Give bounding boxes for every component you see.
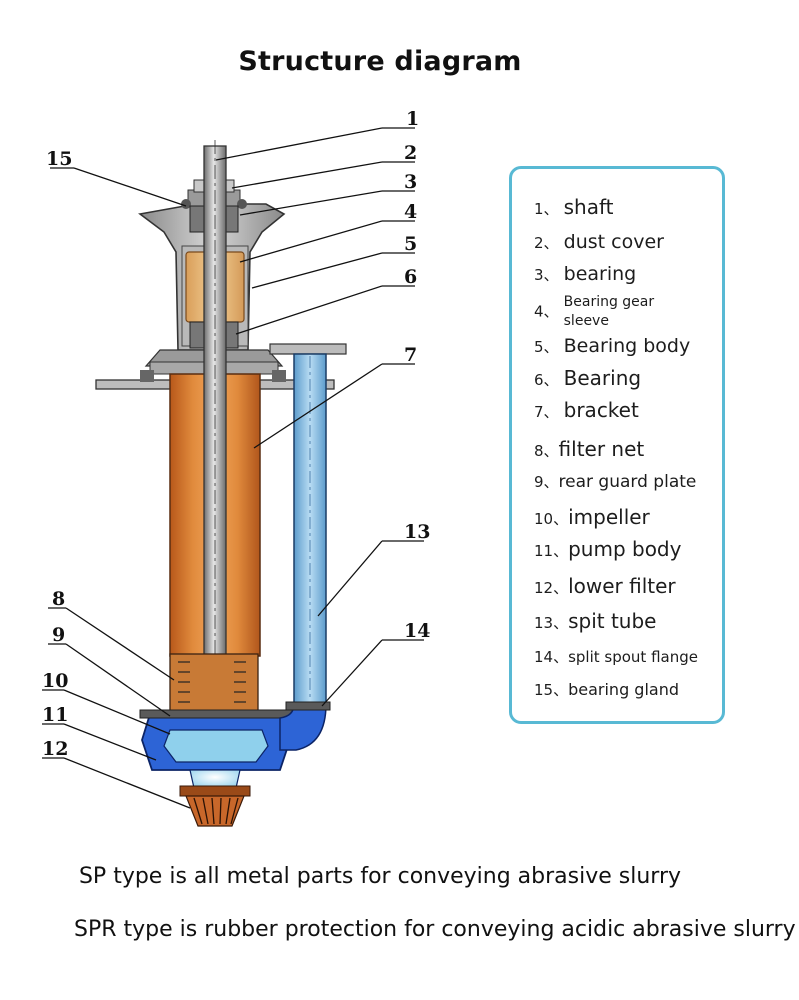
legend-text: Bearing body	[563, 335, 691, 357]
legend-num: 8、	[534, 442, 559, 460]
legend-item: 15、bearing gland	[534, 679, 744, 700]
legend-item: 1、 shaft	[534, 195, 744, 219]
legend-text: impeller	[568, 505, 650, 529]
legend-item: 6、 Bearing	[534, 366, 744, 390]
legend-text: split spout flange	[568, 648, 698, 666]
parts-legend: 1、 shaft 2、 dust cover 3、 bearing 4、 Bea…	[509, 166, 725, 724]
leader-lines	[42, 127, 424, 809]
callout-2: 2	[404, 142, 417, 164]
callout-10: 10	[42, 670, 68, 692]
callout-5: 5	[404, 233, 417, 255]
legend-item: 4、 Bearing gear sleeve	[534, 293, 744, 331]
caption-sp: SP type is all metal parts for conveying…	[78, 864, 682, 889]
legend-item: 2、 dust cover	[534, 231, 744, 253]
legend-text: Bearing	[563, 366, 642, 390]
callout-7: 7	[404, 344, 417, 366]
split-spout-flange-shape	[285, 701, 331, 711]
legend-num: 3、	[534, 266, 559, 284]
legend-item: 12、lower filter	[534, 574, 744, 598]
legend-item: 3、 bearing	[534, 263, 744, 285]
callout-11: 11	[42, 704, 68, 726]
legend-num: 7、	[534, 403, 559, 421]
callout-numbers: 1 2 3 4 5 6 7 8 9 10 11 12 13 14 15	[42, 108, 430, 760]
lower-filter-shape	[179, 785, 251, 827]
impeller-shape	[163, 729, 269, 763]
callout-4: 4	[404, 201, 417, 223]
legend-item: 10、impeller	[534, 505, 744, 529]
legend-text: Bearing gear sleeve	[563, 294, 655, 329]
callout-14: 14	[404, 620, 430, 642]
legend-text: shaft	[563, 195, 614, 219]
legend-num: 10、	[534, 510, 569, 528]
legend-num: 9、	[534, 473, 559, 491]
legend-text: spit tube	[568, 609, 657, 633]
legend-text: bracket	[563, 398, 639, 422]
legend-text: dust cover	[563, 231, 664, 253]
legend-item: 7、 bracket	[534, 398, 744, 422]
legend-text: bearing gland	[568, 680, 680, 699]
spit-tube-shape	[269, 343, 347, 751]
legend-item: 14、split spout flange	[534, 646, 744, 667]
legend-num: 11、	[534, 542, 569, 560]
legend-num: 1、	[534, 200, 559, 218]
legend-num: 12、	[534, 579, 569, 597]
legend-num: 13、	[534, 614, 569, 632]
callout-13: 13	[404, 521, 430, 543]
legend-item: 11、pump body	[534, 537, 744, 561]
legend-num: 6、	[534, 371, 559, 389]
legend-text: bearing	[563, 263, 637, 285]
callout-1: 1	[406, 108, 419, 130]
legend-num: 2、	[534, 234, 559, 252]
legend-text: pump body	[568, 537, 682, 561]
filter-net-shape	[169, 653, 259, 715]
callout-15: 15	[46, 148, 72, 170]
legend-text: lower filter	[568, 574, 676, 598]
legend-item: 8、filter net	[534, 437, 744, 461]
legend-text: filter net	[558, 437, 645, 461]
legend-text: rear guard plate	[558, 472, 697, 492]
legend-num: 5、	[534, 338, 559, 356]
callout-12: 12	[42, 738, 68, 760]
legend-item: 9、rear guard plate	[534, 471, 744, 492]
caption-spr: SPR type is rubber protection for convey…	[74, 917, 796, 942]
legend-item: 5、 Bearing body	[534, 335, 744, 357]
legend-num: 14、	[534, 648, 569, 666]
legend-item: 13、spit tube	[534, 609, 744, 633]
callout-8: 8	[52, 588, 65, 610]
diagram-title: Structure diagram	[238, 46, 522, 77]
callout-9: 9	[52, 624, 65, 646]
legend-num: 4、	[534, 302, 559, 321]
legend-num: 15、	[534, 681, 569, 699]
callout-6: 6	[404, 266, 417, 288]
callout-3: 3	[404, 171, 417, 193]
